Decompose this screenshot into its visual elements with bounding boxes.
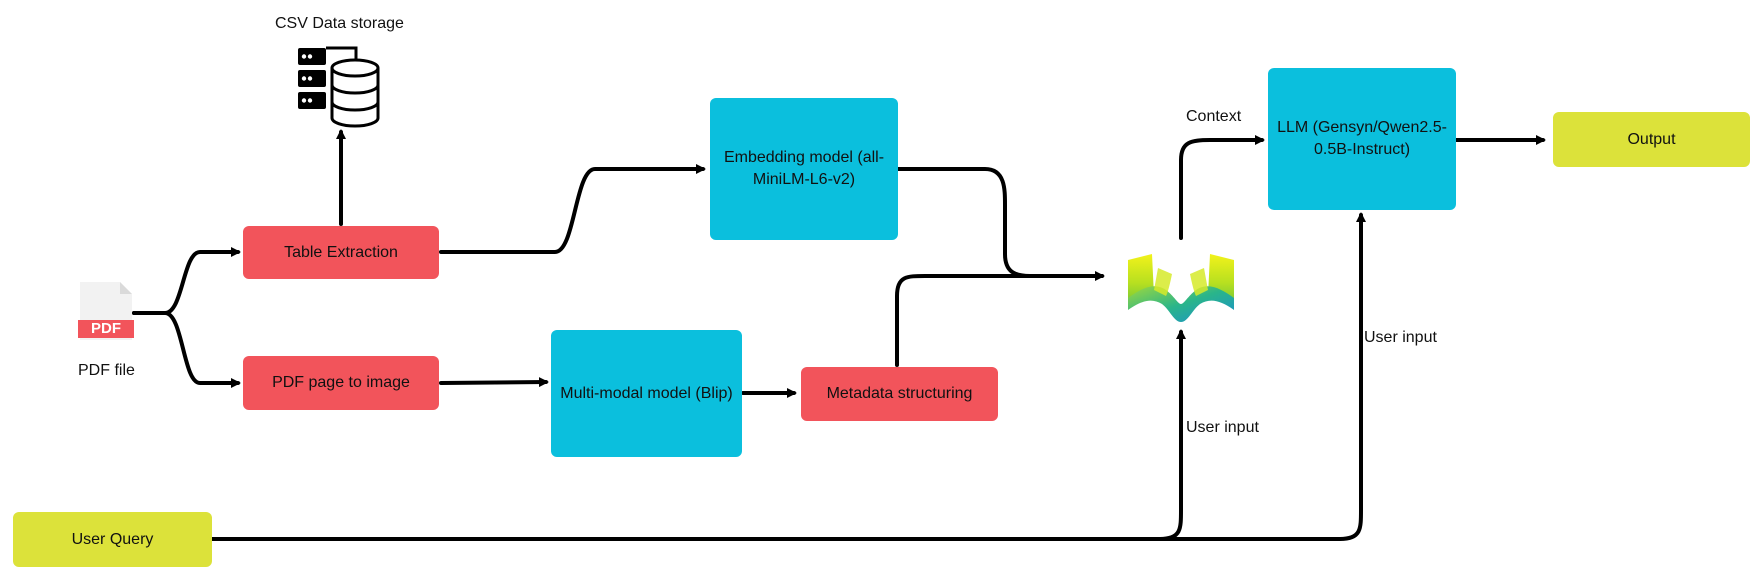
weaviate-logo-icon bbox=[1128, 254, 1234, 322]
pdf-to-image-node: PDF page to image bbox=[243, 356, 439, 410]
pdf-file-label: PDF file bbox=[78, 362, 135, 379]
edge-query-to-llm bbox=[1158, 212, 1366, 541]
metadata-structuring-node: Metadata structuring bbox=[801, 367, 998, 421]
llm-node: LLM (Gensyn/Qwen2.5-0.5B-Instruct) bbox=[1268, 68, 1456, 210]
edge-metadata-to-vectordb bbox=[895, 271, 1105, 367]
edge-vectordb-to-llm bbox=[1179, 135, 1265, 240]
multimodal-model-node: Multi-modal model (Blip) bbox=[551, 330, 742, 457]
edge-pdf-to-image bbox=[132, 311, 241, 388]
edge-embedding-to-vectordb bbox=[896, 167, 1104, 278]
csv-storage-label: CSV Data storage bbox=[275, 15, 404, 32]
edge-image-to-multimodal bbox=[439, 377, 549, 388]
pdf-file-icon: PDF bbox=[78, 280, 134, 342]
user-input-llm-label: User input bbox=[1364, 329, 1437, 346]
embedding-model-node: Embedding model (all-MiniLM-L6-v2) bbox=[710, 98, 898, 240]
context-label: Context bbox=[1186, 108, 1242, 125]
database-server-icon bbox=[298, 46, 380, 128]
edge-pdf-to-table bbox=[132, 247, 241, 315]
table-extraction-node: Table Extraction bbox=[243, 226, 439, 279]
edge-table-to-embedding bbox=[439, 164, 706, 254]
user-query-node: User Query bbox=[13, 512, 212, 567]
output-node: Output bbox=[1553, 112, 1750, 167]
user-input-db-label: User input bbox=[1186, 419, 1259, 436]
pdf-badge-text: PDF bbox=[91, 320, 121, 337]
